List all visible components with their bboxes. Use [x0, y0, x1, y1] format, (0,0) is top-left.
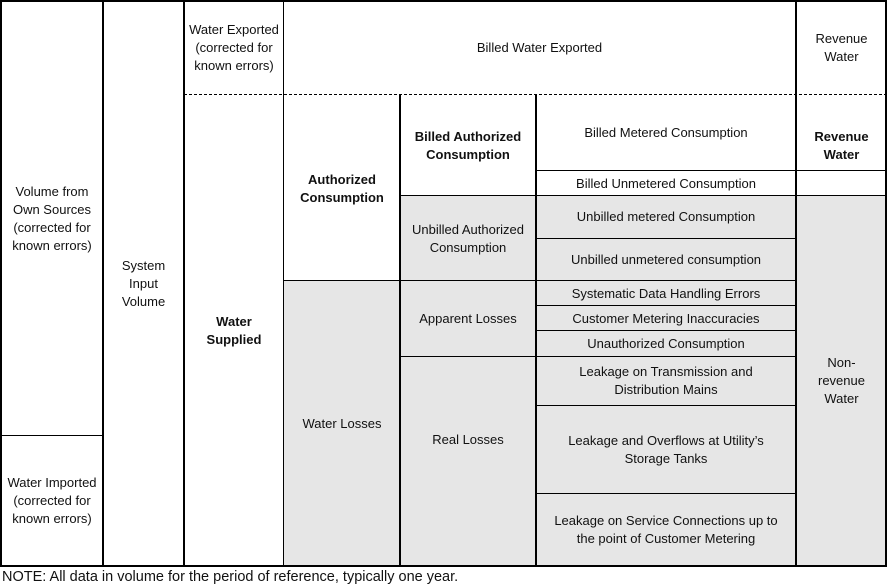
volume-own-sources: Volume from Own Sources (corrected for k… [12, 183, 92, 253]
outer-top-border [0, 0, 887, 2]
outer-bottom-border [0, 565, 887, 567]
billed-unmetered-consumption: Billed Unmetered Consumption [576, 175, 756, 191]
water-losses-bg [284, 281, 400, 566]
leakage-service-connections: Leakage on Service Connections up to the… [554, 513, 778, 546]
system-input-volume: System Input Volume [121, 258, 166, 309]
unbilled-and-losses-bg [400, 196, 536, 566]
water-losses: Water Losses [302, 415, 382, 431]
systematic-data-handling-errors: Systematic Data Handling Errors [571, 285, 761, 301]
billed-water-exported: Billed Water Exported [476, 40, 603, 55]
dashed-divider [184, 94, 887, 95]
divider [536, 238, 796, 239]
leakage-storage-tanks: Leakage and Overflows at Utility’s Stora… [568, 432, 764, 466]
divider [536, 356, 796, 357]
divider [536, 330, 796, 331]
unauthorized-consumption: Unauthorized Consumption [587, 336, 745, 351]
unbilled-metered-consumption: Unbilled metered Consumption [576, 209, 756, 224]
leakage-transmission-mains: Leakage on Transmission and Distribution… [579, 364, 753, 397]
apparent-losses: Apparent Losses [419, 311, 517, 326]
unbilled-authorized-consumption: Unbilled Authorized Consumption [411, 221, 525, 255]
divider [536, 170, 887, 171]
outer-left-border [0, 0, 2, 567]
real-losses: Real Losses [432, 431, 504, 447]
divider [400, 280, 796, 281]
outer-right-border [885, 0, 887, 567]
revenue-water: Revenue Water [814, 129, 869, 162]
non-revenue-bg [797, 196, 887, 566]
billed-authorized-consumption: Billed Authorized Consumption [414, 129, 522, 162]
divider [0, 435, 103, 436]
divider [400, 356, 537, 357]
footnote: NOTE: All data in volume for the period … [2, 569, 459, 585]
divider [795, 0, 797, 567]
divider [400, 195, 537, 196]
billed-metered-consumption: Billed Metered Consumption [584, 125, 748, 140]
divider [183, 0, 185, 567]
customer-metering-inaccuracies: Customer Metering Inaccuracies [572, 310, 760, 326]
water-exported: Water Exported (corrected for known erro… [189, 22, 279, 73]
divider [536, 305, 796, 306]
water-supplied: Water Supplied [206, 314, 262, 347]
divider [399, 95, 401, 567]
divider [283, 280, 401, 281]
revenue-water-exported: Revenue Water [815, 31, 868, 64]
authorized-consumption: Authorized Consumption [300, 171, 384, 205]
unbilled-unmetered-consumption: Unbilled unmetered consumption [570, 252, 762, 267]
divider [536, 405, 796, 406]
divider [283, 0, 284, 567]
divider [535, 95, 537, 567]
water-imported: Water Imported (corrected for known erro… [7, 475, 97, 526]
non-revenue-water: Non-revenue Water [818, 355, 865, 406]
divider [102, 0, 104, 567]
divider [536, 493, 796, 494]
divider [536, 195, 887, 196]
components-bg [536, 196, 796, 566]
